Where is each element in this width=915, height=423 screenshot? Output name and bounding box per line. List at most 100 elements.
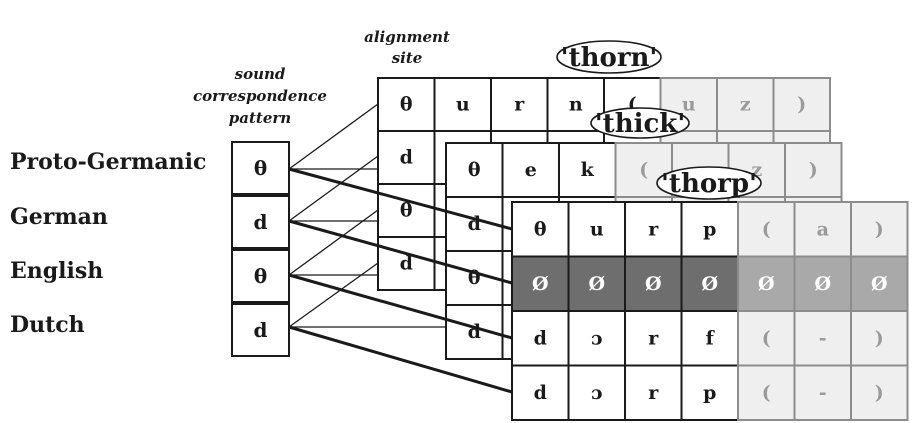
alignment-site-label-2: site [392,49,423,67]
thin-connector-0-0 [288,103,379,170]
cell-text-thorn-r0-c2: r [514,94,525,116]
cell-text-thick-r3-c0: d [468,321,481,343]
cell-text-thick-r0-c2: k [581,159,595,181]
word-badges: 'thorn''thick''thorp' [556,40,762,200]
cell-text-thorp-r2-c5: - [819,327,827,349]
bold-connector-0 [288,167,513,231]
cell-text-thorp-r1-c4: Ø [758,273,775,295]
cell-thorp-r0-c4 [737,201,796,258]
cell-thorn-r0-c7 [772,77,831,132]
language-label-german: German [10,204,108,230]
cell-text-thorp-r0-c4: ( [762,218,771,240]
cell-thorp-r1-c6 [850,255,909,312]
cell-text-thorp-r1-c6: Ø [871,273,888,295]
cell-thorp-r3-c5 [793,364,852,421]
cell-thorp-r2-c0 [511,310,570,367]
cell-text-thorp-r2-c0: d [534,327,547,349]
pattern-cell-3 [231,303,290,357]
cell-text-thorp-r0-c2: r [648,218,659,240]
cell-thorn-r0-c0 [377,77,436,132]
cell-text-thick-r0-c1: e [525,159,537,181]
cell-text-thorp-r2-c6: ) [875,327,884,349]
cell-text-thorn-r3-c0: d [400,253,413,275]
cell-text-thorp-r3-c2: r [648,382,659,404]
cell-text-thick-r0-c3: ( [639,159,648,181]
cell-text-thorp-r0-c5: a [817,218,829,240]
cell-thorp-r3-c2 [624,364,683,421]
cell-text-thick-r0-c0: θ [468,159,481,181]
sound-pattern-column: θ d θ d [231,141,290,357]
pattern-cell-1 [231,195,290,249]
cell-text-thick-r0-c6: ) [809,159,818,181]
cell-thorp-r2-c6 [850,310,909,367]
word-badge-thorn [556,40,662,74]
cell-thorn-r1-c0 [377,130,436,185]
cell-text-thorp-r2-c2: r [648,327,659,349]
alignment-site-label-1: alignment [364,28,450,46]
pattern-cell-2 [231,249,290,303]
cell-text-thorp-r1-c2: Ø [645,273,662,295]
pattern-cell-text-1: d [254,210,268,234]
bold-connector-2 [288,273,513,340]
cell-thorp-r1-c1 [567,255,626,312]
cell-text-thorp-r2-c4: ( [762,327,771,349]
bold-connector-lines [288,167,513,394]
cell-text-thorn-r1-c0: d [400,147,413,169]
table-thorp: θ u r p ( a) Ø Ø Ø Ø Ø Ø Ød ɔ r f ( -) d ɔ r p ( -) [511,201,909,421]
thin-connector-2-0 [288,209,379,276]
cell-text-thorp-r0-c0: θ [534,218,547,240]
cell-thorp-r2-c3 [680,310,739,367]
bold-connector-1 [288,219,513,285]
cell-text-thorp-r3-c0: d [534,382,547,404]
cell-text-thorp-r0-c6: ) [875,218,884,240]
language-label-dutch: Dutch [10,312,85,338]
cell-thorp-r1-c4 [737,255,796,312]
thin-connector-3-0 [288,262,379,328]
cell-text-thorp-r0-c1: u [590,218,604,240]
cell-thorp-r3-c4 [737,364,796,421]
thin-connector-1-0 [288,155,379,222]
cell-text-thorn-r0-c0: θ [400,94,413,116]
cell-text-thorp-r1-c0: Ø [532,273,549,295]
cell-text-thorp-r3-c6: ) [875,382,884,404]
pattern-cell-text-2: θ [254,264,267,288]
cell-thorp-r1-c2 [624,255,683,312]
cell-text-thorp-r2-c3: f [706,327,716,349]
cell-text-thorp-r3-c4: ( [762,382,771,404]
thin-connector-lines [288,103,446,328]
word-badge-thick [590,107,690,139]
cell-thorp-r0-c6 [850,201,909,258]
cell-text-thorn-r0-c4: ( [628,94,637,116]
cell-text-thorp-r1-c3: Ø [701,273,718,295]
sound-pattern-label-3: pattern [229,109,291,127]
cell-text-thorp-r3-c1: ɔ [591,382,603,404]
language-label-proto-germanic: Proto-Germanic [10,149,206,175]
word-badge-thorp [656,166,762,200]
pattern-cell-text-0: θ [254,156,267,180]
word-badge-text-thorp: 'thorp' [661,169,757,199]
cell-text-thorn-r0-c5: u [682,94,696,116]
cell-text-thorn-r0-c3: n [569,94,583,116]
sound-pattern-label-1: sound [235,65,286,83]
pattern-cell-0 [231,141,290,195]
pattern-cell-text-3: d [254,318,268,342]
cell-text-thorp-r3-c5: - [819,382,827,404]
bold-connector-3 [288,325,513,394]
cell-thorp-r1-c5 [793,255,852,312]
cell-text-thorp-r1-c5: Ø [814,273,831,295]
cell-text-thorp-r2-c1: ɔ [591,327,603,349]
language-label-english: English [10,258,103,284]
cell-thick-r0-c2 [558,142,617,198]
cell-text-thick-r0-c5: z [751,159,762,181]
sound-pattern-label-2: correspondence [193,87,327,105]
cell-text-thorp-r3-c3: p [703,382,716,404]
cell-text-thorn-r2-c0: θ [400,200,413,222]
cell-text-thorn-r0-c1: u [456,94,470,116]
cell-text-thorn-r0-c6: z [740,94,751,116]
cell-text-thorp-r1-c1: Ø [588,273,605,295]
cell-text-thorn-r0-c7: ) [797,94,806,116]
word-badge-text-thick: 'thick' [595,109,686,139]
cell-thorp-r3-c6 [850,364,909,421]
cell-text-thorp-r0-c3: p [703,218,716,240]
